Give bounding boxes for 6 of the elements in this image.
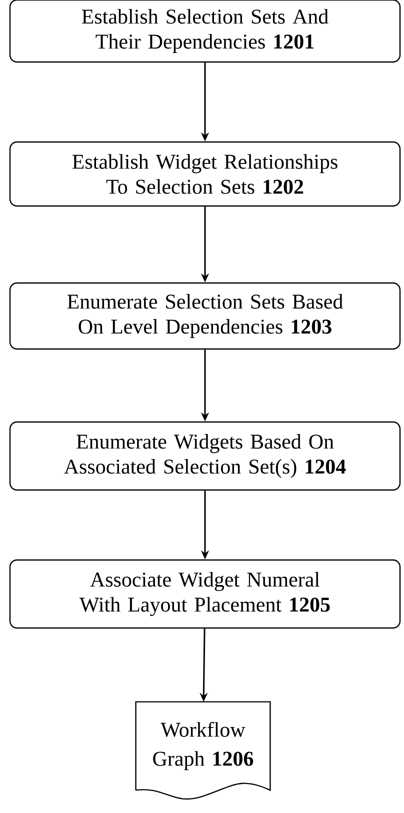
document-shape: Workflow Graph 1206	[135, 701, 271, 800]
process-box: Associate Widget Numeral With Layout Placement 1205	[9, 559, 401, 629]
process-box: Enumerate Selection Sets Based On Level Dependencies 1203	[9, 282, 401, 350]
process-box: Enumerate Widgets Based On Associated Selection Set(s) 1204	[9, 421, 401, 491]
process-box: Establish Widget Relationships To Selection Sets 1202	[9, 141, 401, 207]
process-box: Establish Selection Sets And Their Dependencies 1201	[9, 0, 401, 63]
